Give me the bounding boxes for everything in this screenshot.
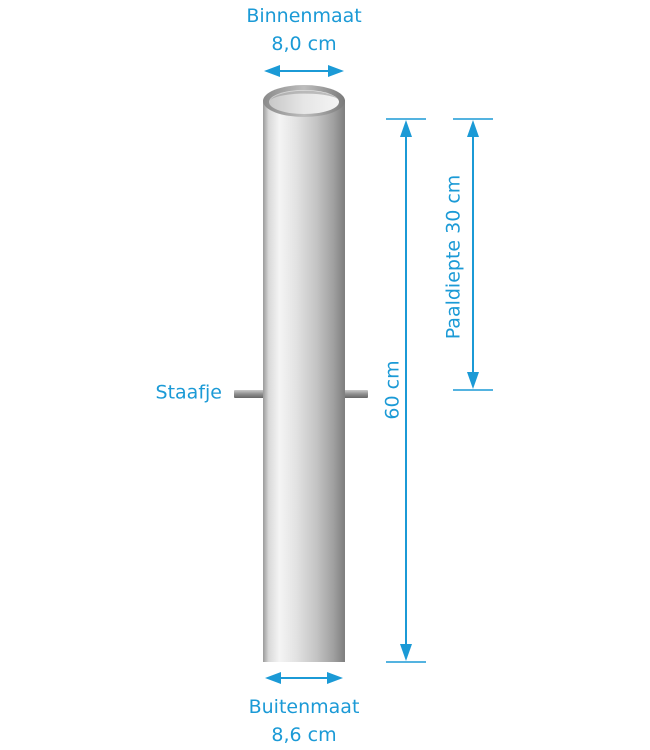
length-dimension-arrow [386, 118, 426, 663]
rod-label: Staafje [156, 382, 222, 404]
outer-dimension-arrow [265, 672, 343, 684]
inner-dimension-title: Binnenmaat [246, 5, 361, 27]
pipe-body [263, 100, 345, 662]
outer-dimension-title: Buitenmaat [249, 696, 360, 718]
pipe-opening [269, 90, 339, 114]
pipe-inner-shadow [270, 90, 338, 101]
inner-dimension-value: 8,0 cm [271, 33, 336, 55]
depth-dimension-arrow [453, 118, 493, 391]
depth-label: Paaldiepte 30 cm [443, 175, 465, 340]
rod-right [338, 390, 368, 398]
outer-dimension-value: 8,6 cm [271, 724, 336, 746]
rod-left [234, 390, 268, 398]
length-label: 60 cm [382, 360, 404, 419]
inner-dimension-arrow [264, 65, 344, 77]
